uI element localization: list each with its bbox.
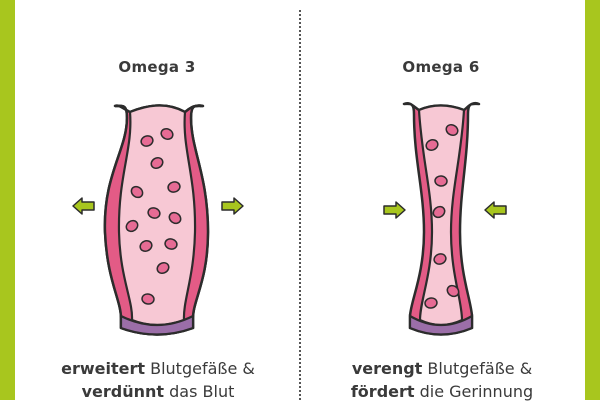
omega3-caption: erweitert Blutgefäße & verdünnt das Blut (38, 357, 278, 403)
omega6-vessel (402, 102, 481, 336)
blood-cell (147, 207, 161, 219)
blood-cell (156, 261, 170, 275)
omega3-caption-rest-1: Blutgefäße & (145, 359, 255, 378)
blood-cell (130, 185, 144, 199)
omega3-caption-bold-1: erweitert (61, 359, 146, 378)
omega6-caption-bold-1: verengt (351, 359, 423, 378)
omega3-blood-cells (125, 128, 182, 305)
omega6-title: Omega 6 (402, 58, 480, 76)
arrow-left-icon (484, 201, 507, 219)
blood-cell (141, 293, 155, 305)
omega6-caption-rest-2: die Gerinnung (414, 382, 534, 401)
omega6-blood-cells (424, 123, 460, 309)
omega3-vessel-base (119, 314, 195, 336)
blood-cell (164, 238, 178, 250)
blood-cell (167, 181, 181, 193)
right-accent-bar (585, 0, 600, 400)
blood-cell (434, 175, 448, 187)
blood-cell (168, 211, 182, 225)
omega6-caption-rest-1: Blutgefäße & (422, 359, 533, 378)
blood-cell (446, 284, 460, 298)
blood-cell (139, 240, 153, 252)
omega6-vessel-base (408, 314, 474, 336)
blood-cell (445, 123, 459, 137)
omega3-caption-bold-2: verdünnt (81, 382, 165, 401)
omega6-caption: verengt Blutgefäße & fördert die Gerinnu… (322, 357, 562, 403)
blood-cell (140, 135, 154, 147)
omega3-caption-rest-2: das Blut (164, 382, 235, 401)
left-accent-bar (0, 0, 15, 400)
omega6-caption-bold-2: fördert (350, 382, 415, 401)
arrow-right-icon (221, 197, 244, 215)
blood-cell (150, 156, 164, 170)
blood-cell (160, 128, 174, 140)
arrow-left-icon (72, 197, 95, 215)
blood-cell (432, 205, 446, 219)
center-divider (299, 10, 301, 400)
omega3-vessel (103, 104, 210, 336)
blood-cell (424, 297, 438, 309)
blood-cell (433, 253, 447, 265)
blood-cell (425, 139, 439, 151)
blood-cell (125, 219, 139, 233)
omega3-title: Omega 3 (118, 58, 196, 76)
arrow-right-icon (383, 201, 406, 219)
